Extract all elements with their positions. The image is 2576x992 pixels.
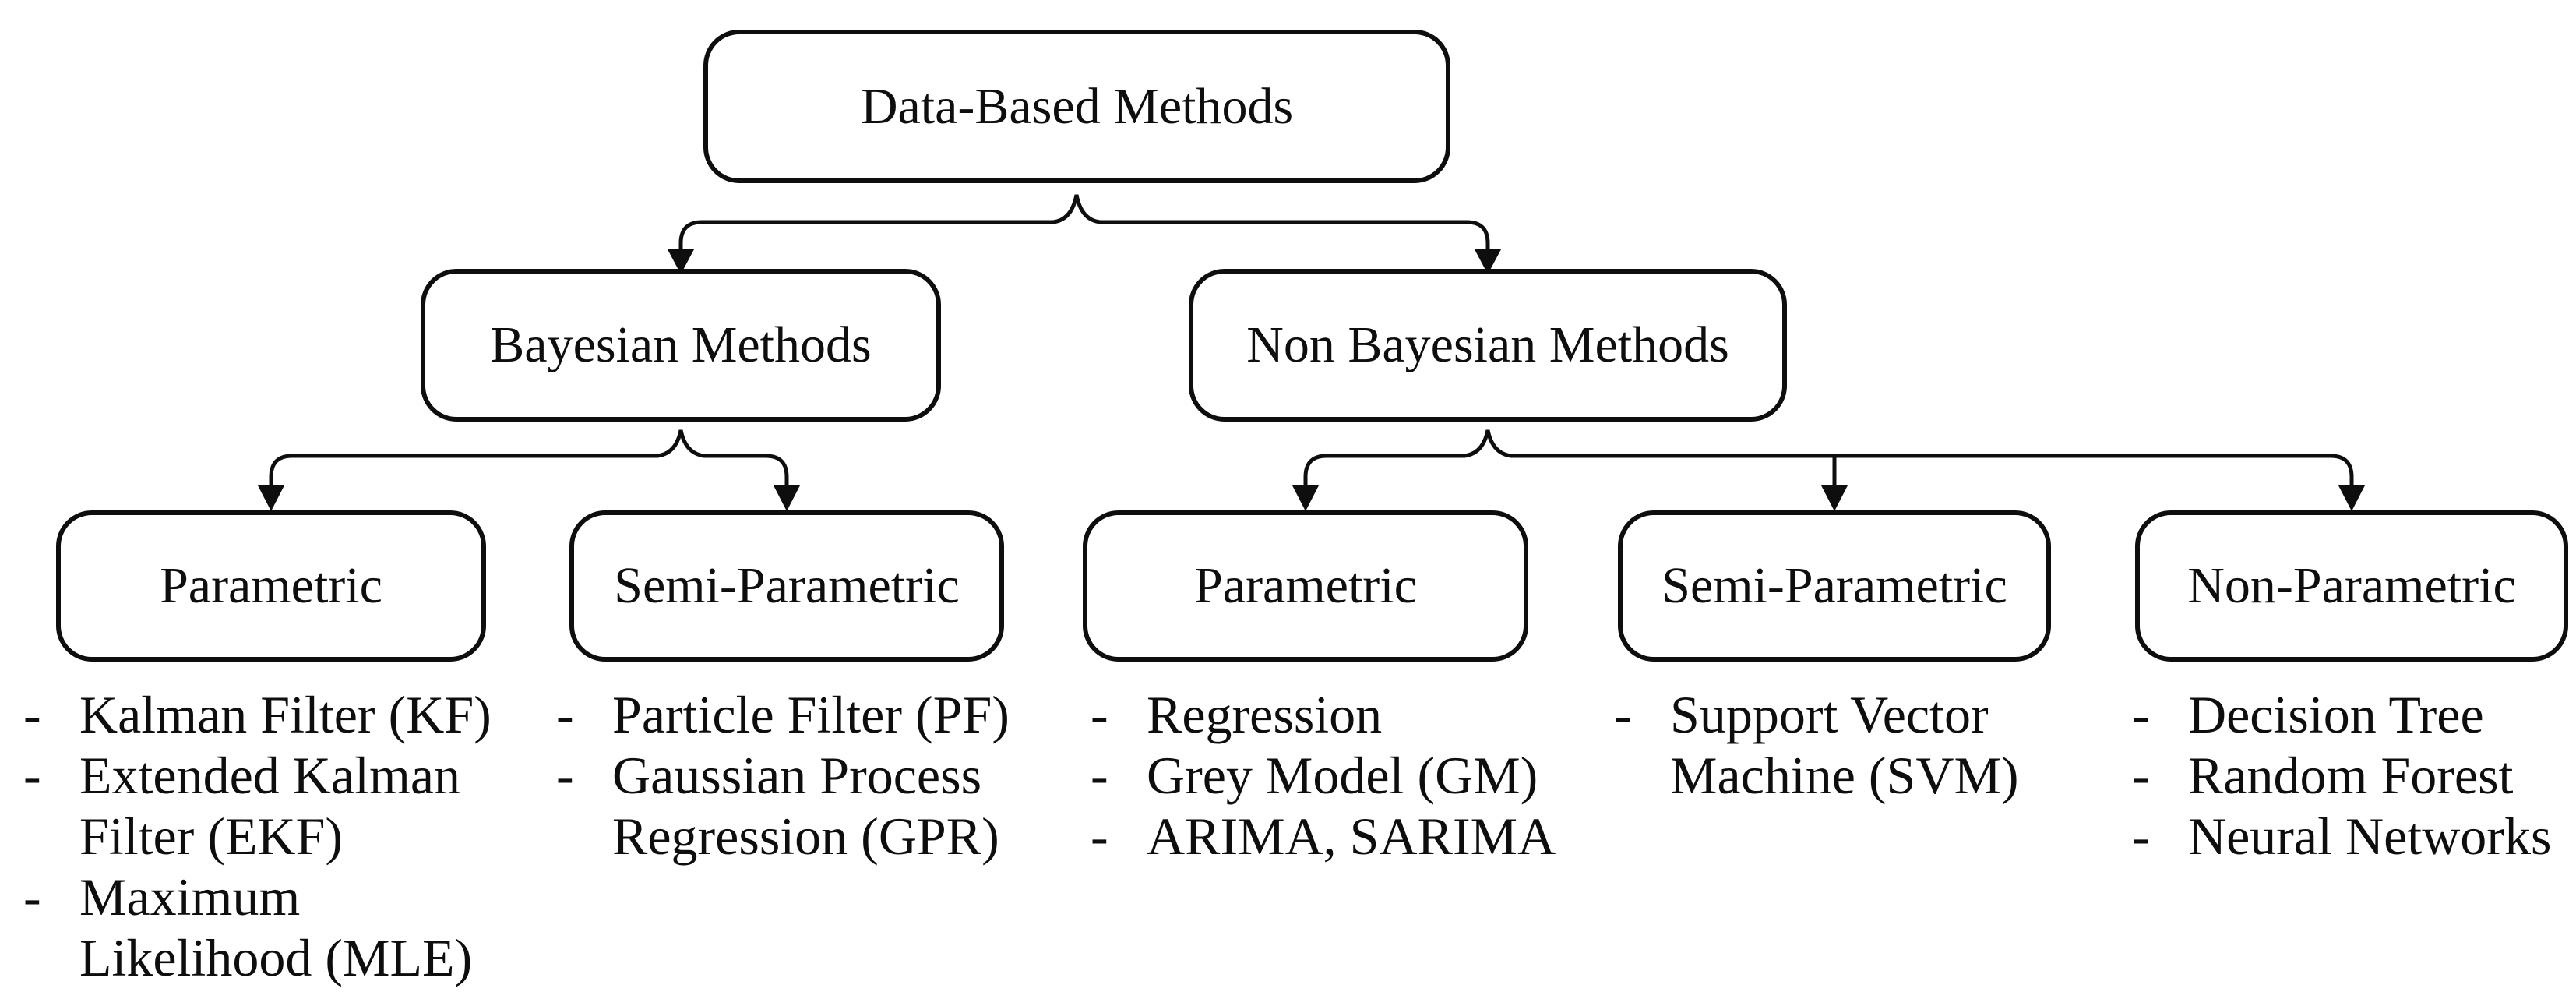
- bullet-dash: -: [556, 685, 574, 744]
- node-non-bayesian-methods: Non Bayesian Methods: [1189, 269, 1787, 422]
- bullet-dash: -: [2132, 807, 2150, 866]
- bullet-dash: -: [556, 746, 574, 805]
- list-item: - Grey Model (GM): [1091, 745, 1556, 806]
- list-bayesian-parametric: - Kalman Filter (KF) - Extended Kalman F…: [23, 684, 492, 988]
- list-item: - Particle Filter (PF): [556, 684, 1010, 745]
- node-label: Parametric: [160, 557, 382, 614]
- list-item: - Neural Networks: [2132, 806, 2551, 867]
- bullet-dash: -: [1091, 685, 1108, 744]
- node-nonbayesian-parametric: Parametric: [1083, 510, 1528, 662]
- node-label: Non-Parametric: [2187, 557, 2516, 614]
- connector-bayesian-to-children: [269, 429, 789, 488]
- list-item-text: Regression (GPR): [612, 807, 999, 866]
- list-item-text: Neural Networks: [2188, 807, 2552, 866]
- list-item-text: Grey Model (GM): [1147, 746, 1538, 805]
- node-nonbayesian-non-parametric: Non-Parametric: [2135, 510, 2568, 662]
- list-item-text: Machine (SVM): [1670, 746, 2019, 805]
- bullet-dash: -: [1614, 685, 1632, 744]
- node-data-based-methods: Data-Based Methods: [703, 30, 1450, 183]
- list-item-text: Filter (EKF): [79, 807, 344, 866]
- node-bayesian-methods: Bayesian Methods: [421, 269, 941, 422]
- arrowhead-icon: [258, 485, 800, 511]
- bullet-dash: -: [23, 746, 41, 805]
- list-nonbayesian-non-parametric: - Decision Tree - Random Forest - Neural…: [2132, 684, 2551, 867]
- list-item-continuation: Filter (EKF): [23, 806, 492, 867]
- node-label: Parametric: [1194, 557, 1417, 614]
- bullet-dash: -: [2132, 685, 2150, 744]
- bullet-dash: -: [23, 867, 41, 927]
- list-item-continuation: Regression (GPR): [556, 806, 1010, 867]
- list-nonbayesian-parametric: - Regression - Grey Model (GM) - ARIMA, …: [1091, 684, 1556, 867]
- arrowhead-icon: [668, 249, 1501, 274]
- list-item: - Extended Kalman: [23, 745, 492, 806]
- list-item: - Decision Tree: [2132, 684, 2551, 745]
- connector-root-to-level2: [678, 194, 1490, 252]
- list-item-text: Regression: [1147, 685, 1383, 744]
- arrowhead-icon: [1292, 485, 2365, 511]
- list-item: - Regression: [1091, 684, 1556, 745]
- list-item: - Kalman Filter (KF): [23, 684, 492, 745]
- bullet-dash: -: [23, 685, 41, 744]
- list-item-text: ARIMA, SARIMA: [1147, 807, 1556, 866]
- list-bayesian-semi-parametric: - Particle Filter (PF) - Gaussian Proces…: [556, 684, 1010, 867]
- connector-nonbayesian-to-children: [1303, 429, 2354, 488]
- bullet-dash: -: [1091, 746, 1108, 805]
- node-nonbayesian-semi-parametric: Semi-Parametric: [1618, 510, 2051, 662]
- list-item: - Gaussian Process: [556, 745, 1010, 806]
- node-label: Bayesian Methods: [490, 316, 872, 373]
- list-item-continuation: Likelihood (MLE): [23, 927, 492, 988]
- list-item-continuation: Machine (SVM): [1614, 745, 2019, 806]
- list-item: - Random Forest: [2132, 745, 2551, 806]
- list-item-text: Maximum: [79, 867, 301, 927]
- node-bayesian-parametric: Parametric: [56, 510, 486, 662]
- bullet-dash: -: [2132, 746, 2150, 805]
- node-label: Non Bayesian Methods: [1246, 316, 1729, 373]
- list-item-text: Kalman Filter (KF): [79, 685, 492, 744]
- node-label: Data-Based Methods: [860, 77, 1294, 135]
- node-label: Semi-Parametric: [614, 557, 960, 614]
- list-item-text: Likelihood (MLE): [79, 928, 473, 987]
- list-item-text: Decision Tree: [2188, 685, 2484, 744]
- list-item-text: Gaussian Process: [612, 746, 982, 805]
- list-item: - ARIMA, SARIMA: [1091, 806, 1556, 867]
- node-label: Semi-Parametric: [1662, 557, 2007, 614]
- bullet-dash: -: [1091, 807, 1108, 866]
- list-item: - Support Vector: [1614, 684, 2019, 745]
- node-bayesian-semi-parametric: Semi-Parametric: [569, 510, 1004, 662]
- list-item-text: Particle Filter (PF): [612, 685, 1010, 744]
- list-item: - Maximum: [23, 867, 492, 927]
- list-item-text: Extended Kalman: [79, 746, 461, 805]
- list-nonbayesian-semi-parametric: - Support Vector Machine (SVM): [1614, 684, 2019, 806]
- list-item-text: Support Vector: [1670, 685, 1989, 744]
- list-item-text: Random Forest: [2188, 746, 2514, 805]
